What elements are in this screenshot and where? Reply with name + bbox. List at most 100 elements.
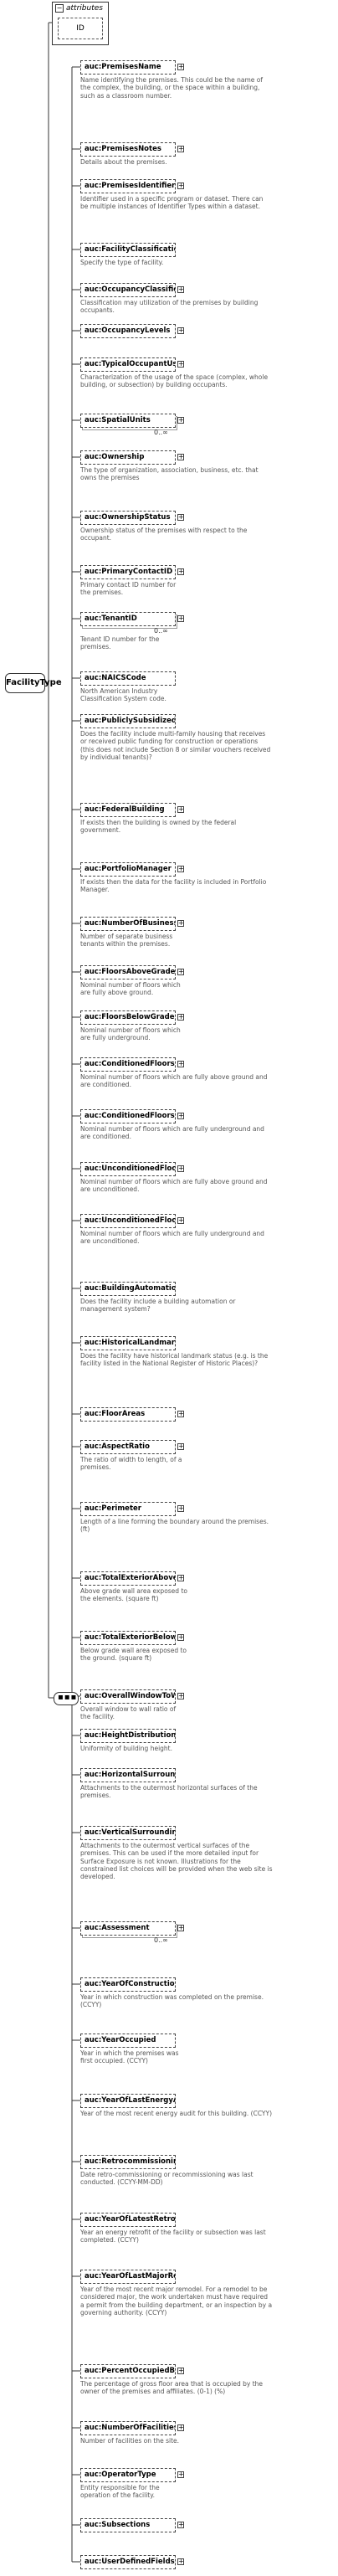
element-box[interactable]: auc:PortfolioManager bbox=[80, 862, 176, 877]
expand-icon[interactable]: + bbox=[177, 1060, 184, 1067]
element-box[interactable]: auc:Perimeter bbox=[80, 1502, 176, 1516]
element-box[interactable]: auc:HistoricalLandmark bbox=[80, 1336, 176, 1350]
expand-icon[interactable]: + bbox=[177, 919, 184, 927]
element-name: auc:TotalExteriorAboveGradeW... bbox=[84, 1574, 175, 1582]
element-description: Primary contact ID number for the premis… bbox=[80, 581, 177, 597]
expand-icon[interactable]: + bbox=[177, 1692, 184, 1699]
attribute-id[interactable]: ID bbox=[58, 18, 103, 39]
expand-icon[interactable]: + bbox=[177, 1013, 184, 1021]
element-description: Overall window to wall ratio of the faci… bbox=[80, 1705, 177, 1721]
expand-icon[interactable]: + bbox=[177, 614, 184, 622]
expand-icon[interactable]: + bbox=[177, 968, 184, 975]
expand-icon[interactable]: + bbox=[177, 1216, 184, 1224]
expand-icon[interactable]: + bbox=[177, 513, 184, 521]
element-box[interactable]: auc:FacilityClassification bbox=[80, 243, 176, 257]
element-box[interactable]: auc:TotalExteriorAboveGradeW... bbox=[80, 1571, 176, 1586]
element-box[interactable]: auc:YearOfLatestRetrofit bbox=[80, 2213, 176, 2227]
element-name: auc:YearOccupied bbox=[84, 2036, 156, 2044]
element-box[interactable]: auc:NumberOfFacilitiesOnSite bbox=[80, 2421, 176, 2435]
element-box[interactable]: auc:OwnershipStatus bbox=[80, 511, 176, 525]
element-name: auc:PrimaryContactID bbox=[84, 568, 173, 576]
element-box[interactable]: auc:AspectRatio bbox=[80, 1440, 176, 1454]
expand-icon[interactable]: + bbox=[177, 182, 184, 189]
expand-icon[interactable]: + bbox=[177, 326, 184, 334]
element-box[interactable]: auc:FloorsAboveGrade bbox=[80, 965, 176, 979]
expand-icon[interactable]: + bbox=[177, 1410, 184, 1417]
sequence-compositor[interactable]: ▪▪▪ bbox=[54, 1692, 79, 1705]
expand-icon[interactable]: + bbox=[177, 63, 184, 70]
collapse-icon[interactable]: − bbox=[55, 4, 64, 13]
expand-icon[interactable]: + bbox=[177, 453, 184, 460]
expand-icon[interactable]: + bbox=[177, 1165, 184, 1172]
root-element[interactable]: FacilityType bbox=[5, 673, 62, 693]
element-box[interactable]: auc:OccupancyLevels bbox=[80, 324, 176, 338]
element-name: auc:BuildingAutomationSystem bbox=[84, 1284, 176, 1293]
element-description: Year an energy retrofit of the facility … bbox=[80, 2229, 266, 2244]
element-description: Number of facilities on the site. bbox=[80, 2437, 180, 2445]
element-box[interactable]: auc:UserDefinedFields bbox=[80, 2555, 176, 2569]
element-box[interactable]: auc:Ownership bbox=[80, 450, 176, 465]
element-description: Length of a line forming the boundary ar… bbox=[80, 1518, 269, 1534]
expand-icon[interactable]: + bbox=[177, 1924, 184, 1931]
expand-icon[interactable]: + bbox=[177, 145, 184, 152]
element-box[interactable]: auc:PubliclySubsidized bbox=[80, 714, 176, 728]
element-box[interactable]: auc:PremisesIdentifiers bbox=[80, 179, 176, 193]
element-box[interactable]: auc:Assessment bbox=[80, 1921, 176, 1936]
element-box[interactable]: auc:HeightDistribution bbox=[80, 1729, 176, 1743]
element-box[interactable]: auc:YearOfConstruction bbox=[80, 1977, 176, 1992]
element-name: auc:Ownership bbox=[84, 453, 145, 461]
element-box[interactable]: auc:OccupancyClassification bbox=[80, 283, 176, 297]
expand-icon[interactable]: + bbox=[177, 1574, 184, 1581]
expand-icon[interactable]: + bbox=[177, 2558, 184, 2565]
element-box[interactable]: auc:BuildingAutomationSystem bbox=[80, 1282, 176, 1296]
element-box[interactable]: auc:PrimaryContactID bbox=[80, 565, 176, 579]
attributes-header[interactable]: −attributes bbox=[53, 3, 103, 14]
element-box[interactable]: auc:TotalExteriorBelowGradeW... bbox=[80, 1631, 176, 1645]
element-name: auc:HorizontalSurroundings bbox=[84, 1771, 176, 1779]
expand-icon[interactable]: + bbox=[177, 1442, 184, 1450]
element-box[interactable]: auc:TypicalOccupantUsages bbox=[80, 357, 176, 372]
element-box[interactable]: auc:NumberOfBusinesses bbox=[80, 917, 176, 931]
element-box[interactable]: auc:PercentOccupiedByOwner bbox=[80, 2364, 176, 2378]
element-box[interactable]: auc:OverallWindowToWallRatio bbox=[80, 1689, 176, 1704]
expand-icon[interactable]: + bbox=[177, 805, 184, 813]
element-box[interactable]: auc:UnconditionedFloorsBelow... bbox=[80, 1214, 176, 1228]
element-description: The type of organization, association, b… bbox=[80, 466, 259, 482]
expand-icon[interactable]: + bbox=[177, 865, 184, 872]
element-box[interactable]: auc:YearOfLastMajorRemodel bbox=[80, 2270, 176, 2284]
element-box[interactable]: auc:OperatorType bbox=[80, 2468, 176, 2482]
expand-icon[interactable]: + bbox=[177, 360, 184, 368]
element-box[interactable]: auc:ConditionedFloorsBelowGr... bbox=[80, 1109, 176, 1123]
element-box[interactable]: auc:PremisesNotes bbox=[80, 142, 176, 157]
element-box[interactable]: auc:NAICSCode bbox=[80, 671, 176, 686]
element-box[interactable]: auc:PremisesName bbox=[80, 60, 176, 75]
element-box[interactable]: auc:YearOfLastEnergyAudit bbox=[80, 2094, 176, 2108]
expand-icon[interactable]: + bbox=[177, 2521, 184, 2528]
expand-icon[interactable]: + bbox=[177, 1504, 184, 1512]
element-name: auc:Subsections bbox=[84, 2521, 151, 2529]
element-box[interactable]: auc:RetrocommissioningDate bbox=[80, 2155, 176, 2169]
expand-icon[interactable]: + bbox=[177, 1633, 184, 1641]
element-box[interactable]: auc:SpatialUnits bbox=[80, 414, 176, 428]
element-box[interactable]: auc:YearOccupied bbox=[80, 2034, 176, 2048]
element-box[interactable]: auc:TenantID bbox=[80, 612, 176, 626]
expand-icon[interactable]: + bbox=[177, 2424, 184, 2431]
expand-icon[interactable]: + bbox=[177, 568, 184, 575]
element-name: auc:RetrocommissioningDate bbox=[84, 2157, 175, 2166]
element-name: auc:AspectRatio bbox=[84, 1442, 150, 1451]
element-name: auc:HistoricalLandmark bbox=[84, 1339, 176, 1347]
expand-icon[interactable]: + bbox=[177, 1112, 184, 1119]
element-box[interactable]: auc:UnconditionedFloorsAbove... bbox=[80, 1162, 176, 1176]
element-box[interactable]: auc:FloorsBelowGrade bbox=[80, 1010, 176, 1025]
element-description: Nominal number of floors which are fully… bbox=[80, 1073, 268, 1089]
expand-icon[interactable]: + bbox=[177, 2471, 184, 2478]
element-box[interactable]: auc:Subsections bbox=[80, 2518, 176, 2532]
element-box[interactable]: auc:FloorAreas bbox=[80, 1407, 176, 1422]
expand-icon[interactable]: + bbox=[177, 2367, 184, 2374]
element-box[interactable]: auc:HorizontalSurroundings bbox=[80, 1768, 176, 1782]
element-box[interactable]: auc:VerticalSurroundings bbox=[80, 1826, 176, 1840]
expand-icon[interactable]: + bbox=[177, 285, 184, 293]
expand-icon[interactable]: + bbox=[177, 416, 184, 424]
element-box[interactable]: auc:FederalBuilding bbox=[80, 803, 176, 817]
element-box[interactable]: auc:ConditionedFloorsAboveGr... bbox=[80, 1057, 176, 1072]
